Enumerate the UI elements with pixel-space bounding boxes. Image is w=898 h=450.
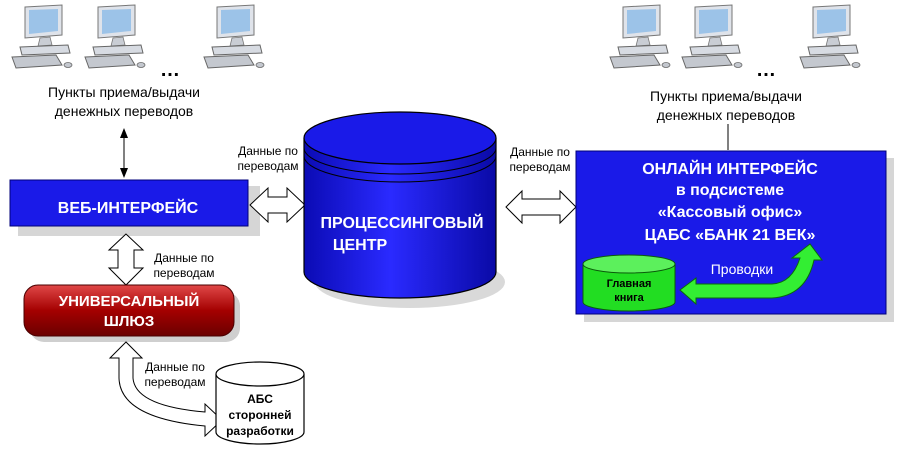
postings-arrow [679,243,823,306]
online-title-line3: «Кассовый офис» [658,204,803,221]
general-ledger-database: Главная книга [582,254,676,312]
computer-icon [11,4,73,69]
ellipsis: … [756,59,776,81]
transfer-label-line2: переводам [153,266,214,280]
postings-label: Проводки [711,261,774,277]
online-title-line4: ЦАБС «БАНК 21 ВЕК» [645,227,816,244]
processing-label-line2: ЦЕНТР [333,237,388,254]
gateway-label-line1: УНИВЕРСАЛЬНЫЙ [59,292,200,310]
computer-icon [609,4,671,69]
computer-icon [799,4,861,69]
transfer-label-line1: Данные по [238,144,298,158]
terminals-caption-line2: денежных переводов [657,107,795,123]
transfer-label-line2: переводам [144,375,205,389]
terminals-caption-line1: Пункты приема/выдачи [48,84,200,100]
ledger-label-line1: Главная [607,278,652,290]
terminals-caption-line2: денежных переводов [55,103,193,119]
transfer-label-line1: Данные по [154,251,214,265]
data-flow-arrow [107,233,145,286]
web-interface-box: ВЕБ-ИНТЕРФЕЙС [9,179,260,236]
computer-icon [84,4,146,69]
online-title-line2: в подсистеме [676,182,784,199]
terminals-caption-line1: Пункты приема/выдачи [650,88,802,104]
web-interface-label: ВЕБ-ИНТЕРФЕЙС [58,198,199,217]
transfer-label-line1: Данные по [510,145,570,159]
terminal-group-right: … Пункты приема/выдачи денежных переводо… [609,4,861,123]
transfer-label-line2: переводам [237,159,298,173]
computer-icon [681,4,743,69]
transfer-label-line2: переводам [509,160,570,174]
online-interface-box: ОНЛАЙН ИНТЕРФЕЙС в подсистеме «Кассовый … [575,150,894,322]
terminal-group-left: … Пункты приема/выдачи денежных переводо… [11,4,265,119]
data-flow-arrow [108,341,223,438]
processing-label-line1: ПРОЦЕССИНГОВЫЙ [321,213,484,232]
abs-database: АБС сторонней разработки [215,361,305,445]
abs-label-line2: сторонней [229,408,292,422]
computer-icon [203,4,265,69]
ledger-label-line2: книга [614,292,644,304]
abs-label-line3: разработки [226,424,294,438]
caption-connector-left [120,128,128,178]
abs-label-line1: АБС [247,392,273,406]
processing-center-database: ПРОЦЕССИНГОВЫЙ ЦЕНТР [303,111,505,308]
ellipsis: … [160,59,180,81]
transfer-label-line1: Данные по [145,360,205,374]
gateway-label-line2: ШЛЮЗ [104,313,154,330]
universal-gateway-box: УНИВЕРСАЛЬНЫЙ ШЛЮЗ [23,284,240,342]
online-title-line1: ОНЛАЙН ИНТЕРФЕЙС [642,159,818,178]
data-flow-arrow [505,189,577,225]
